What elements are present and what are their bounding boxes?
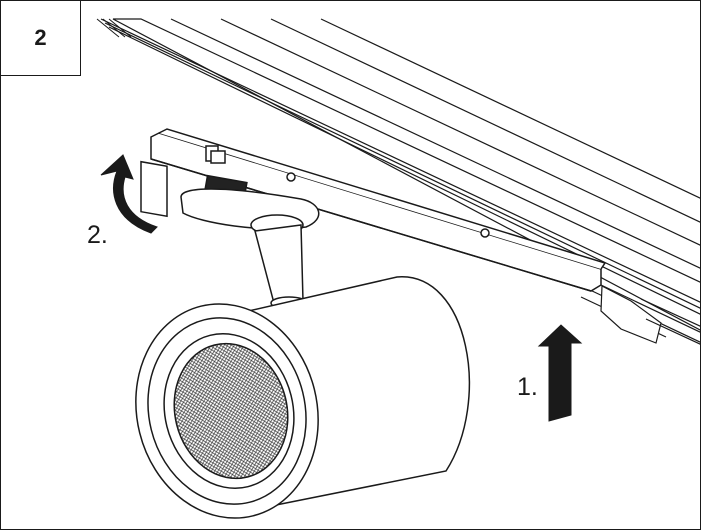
step-number: 2 <box>34 25 47 50</box>
spotlight-neck <box>254 224 308 310</box>
rotate-step-label: 2. <box>87 221 108 249</box>
up-arrow-icon <box>537 324 583 422</box>
push-step-label: 1. <box>517 373 538 401</box>
spotlight-body <box>135 276 471 519</box>
curved-arrow-icon <box>100 154 158 234</box>
track-adapter <box>140 128 607 292</box>
step-number-box: 2 <box>1 1 81 76</box>
